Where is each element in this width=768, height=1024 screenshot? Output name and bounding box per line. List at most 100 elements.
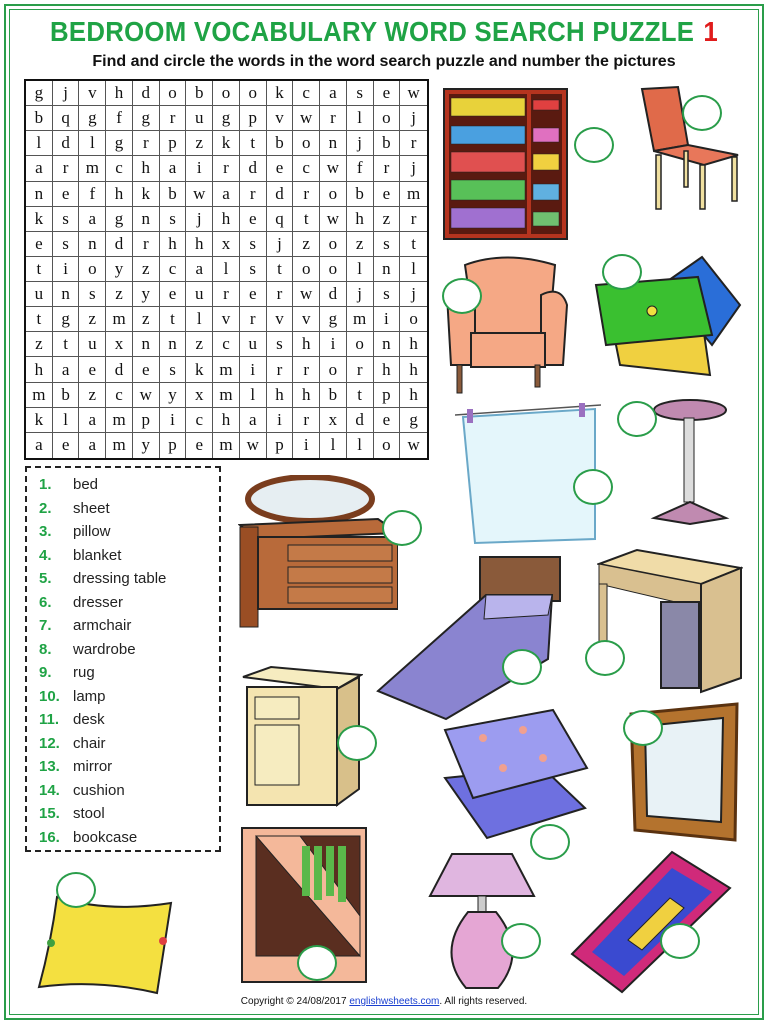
grid-cell[interactable]: g — [26, 81, 53, 107]
grid-cell[interactable]: c — [159, 256, 187, 283]
grid-cell[interactable]: h — [400, 383, 427, 408]
grid-cell[interactable]: h — [213, 206, 240, 232]
grid-cell[interactable]: p — [239, 106, 267, 132]
grid-cell[interactable]: z — [293, 231, 321, 257]
grid-cell[interactable]: z — [26, 332, 53, 358]
grid-cell[interactable]: y — [132, 282, 160, 308]
grid-cell[interactable]: w — [293, 106, 321, 132]
grid-cell[interactable]: z — [186, 332, 214, 358]
grid-cell[interactable]: s — [239, 256, 267, 283]
grid-cell[interactable]: o — [320, 181, 347, 207]
grid-cell[interactable]: r — [159, 106, 187, 132]
grid-cell[interactable]: a — [26, 432, 53, 458]
grid-cell[interactable]: s — [52, 231, 80, 257]
grid-cell[interactable]: p — [159, 131, 187, 157]
grid-cell[interactable]: n — [132, 206, 160, 232]
grid-cell[interactable]: u — [186, 106, 214, 132]
grid-cell[interactable]: n — [320, 131, 347, 157]
grid-cell[interactable]: e — [53, 432, 80, 458]
grid-cell[interactable]: a — [79, 432, 107, 458]
grid-cell[interactable]: w — [293, 282, 321, 308]
grid-cell[interactable]: g — [52, 307, 80, 333]
grid-cell[interactable]: i — [239, 357, 267, 383]
answer-circle-bookcase[interactable] — [574, 127, 614, 163]
grid-cell[interactable]: n — [52, 282, 80, 308]
grid-cell[interactable]: w — [320, 206, 347, 232]
grid-cell[interactable]: o — [213, 81, 240, 107]
grid-cell[interactable]: s — [52, 206, 80, 232]
grid-cell[interactable]: t — [239, 131, 267, 157]
grid-cell[interactable]: h — [106, 181, 133, 207]
grid-cell[interactable]: l — [186, 307, 214, 333]
grid-cell[interactable]: c — [106, 156, 133, 182]
grid-cell[interactable]: l — [26, 131, 53, 157]
grid-cell[interactable]: j — [346, 282, 374, 308]
grid-cell[interactable]: i — [186, 156, 214, 182]
grid-cell[interactable]: c — [213, 332, 240, 358]
grid-cell[interactable]: e — [266, 156, 294, 182]
grid-cell[interactable]: r — [266, 282, 294, 308]
grid-cell[interactable]: m — [79, 156, 107, 182]
grid-cell[interactable]: o — [159, 81, 187, 107]
grid-cell[interactable]: t — [400, 232, 427, 257]
grid-cell[interactable]: w — [320, 156, 347, 182]
grid-cell[interactable]: m — [106, 432, 133, 458]
grid-cell[interactable]: h — [159, 231, 187, 257]
grid-cell[interactable]: r — [239, 307, 267, 333]
grid-cell[interactable]: l — [52, 407, 80, 433]
grid-cell[interactable]: m — [213, 432, 240, 458]
grid-cell[interactable]: t — [266, 256, 294, 283]
grid-cell[interactable]: h — [293, 382, 321, 408]
grid-cell[interactable]: l — [320, 432, 347, 458]
grid-cell[interactable]: m — [106, 407, 133, 433]
grid-cell[interactable]: k — [26, 206, 53, 232]
grid-cell[interactable]: p — [132, 407, 160, 433]
grid-cell[interactable]: a — [79, 407, 107, 433]
grid-cell[interactable]: e — [373, 81, 401, 107]
grid-cell[interactable]: r — [400, 207, 427, 232]
answer-circle-desk[interactable] — [585, 640, 625, 676]
grid-cell[interactable]: d — [266, 181, 294, 207]
grid-cell[interactable]: e — [132, 357, 160, 383]
grid-cell[interactable]: e — [52, 181, 80, 207]
grid-cell[interactable]: k — [266, 81, 294, 107]
grid-cell[interactable]: d — [239, 156, 267, 182]
grid-cell[interactable]: d — [346, 407, 374, 433]
grid-cell[interactable]: i — [52, 256, 80, 283]
grid-cell[interactable]: f — [346, 156, 374, 182]
grid-cell[interactable]: j — [400, 106, 427, 132]
grid-cell[interactable]: s — [159, 206, 187, 232]
grid-cell[interactable]: z — [79, 382, 107, 408]
grid-cell[interactable]: j — [400, 156, 427, 182]
grid-cell[interactable]: e — [159, 282, 187, 308]
grid-cell[interactable]: x — [320, 407, 347, 433]
grid-cell[interactable]: o — [373, 106, 401, 132]
grid-cell[interactable]: g — [79, 106, 107, 132]
grid-cell[interactable]: a — [213, 181, 240, 207]
grid-cell[interactable]: l — [347, 432, 374, 458]
grid-cell[interactable]: c — [106, 382, 133, 408]
grid-cell[interactable]: b — [159, 181, 187, 207]
grid-cell[interactable]: x — [213, 231, 240, 257]
grid-cell[interactable]: h — [186, 231, 214, 257]
grid-cell[interactable]: a — [26, 156, 53, 182]
grid-cell[interactable]: s — [373, 231, 401, 257]
grid-cell[interactable]: t — [159, 307, 187, 333]
grid-cell[interactable]: x — [186, 382, 214, 408]
grid-cell[interactable]: m — [346, 307, 374, 333]
grid-cell[interactable]: h — [26, 357, 53, 383]
grid-cell[interactable]: h — [213, 407, 240, 433]
grid-cell[interactable]: y — [106, 256, 133, 283]
grid-cell[interactable]: i — [293, 432, 321, 458]
grid-cell[interactable]: e — [186, 432, 214, 458]
grid-cell[interactable]: z — [373, 206, 401, 232]
grid-cell[interactable]: z — [132, 307, 160, 333]
grid-cell[interactable]: e — [239, 206, 267, 232]
grid-cell[interactable]: u — [186, 282, 214, 308]
answer-circle-chair[interactable] — [682, 95, 722, 131]
grid-cell[interactable]: h — [373, 357, 401, 383]
grid-cell[interactable]: w — [186, 181, 214, 207]
grid-cell[interactable]: z — [346, 231, 374, 257]
grid-cell[interactable]: h — [346, 206, 374, 232]
grid-cell[interactable]: l — [213, 256, 240, 283]
